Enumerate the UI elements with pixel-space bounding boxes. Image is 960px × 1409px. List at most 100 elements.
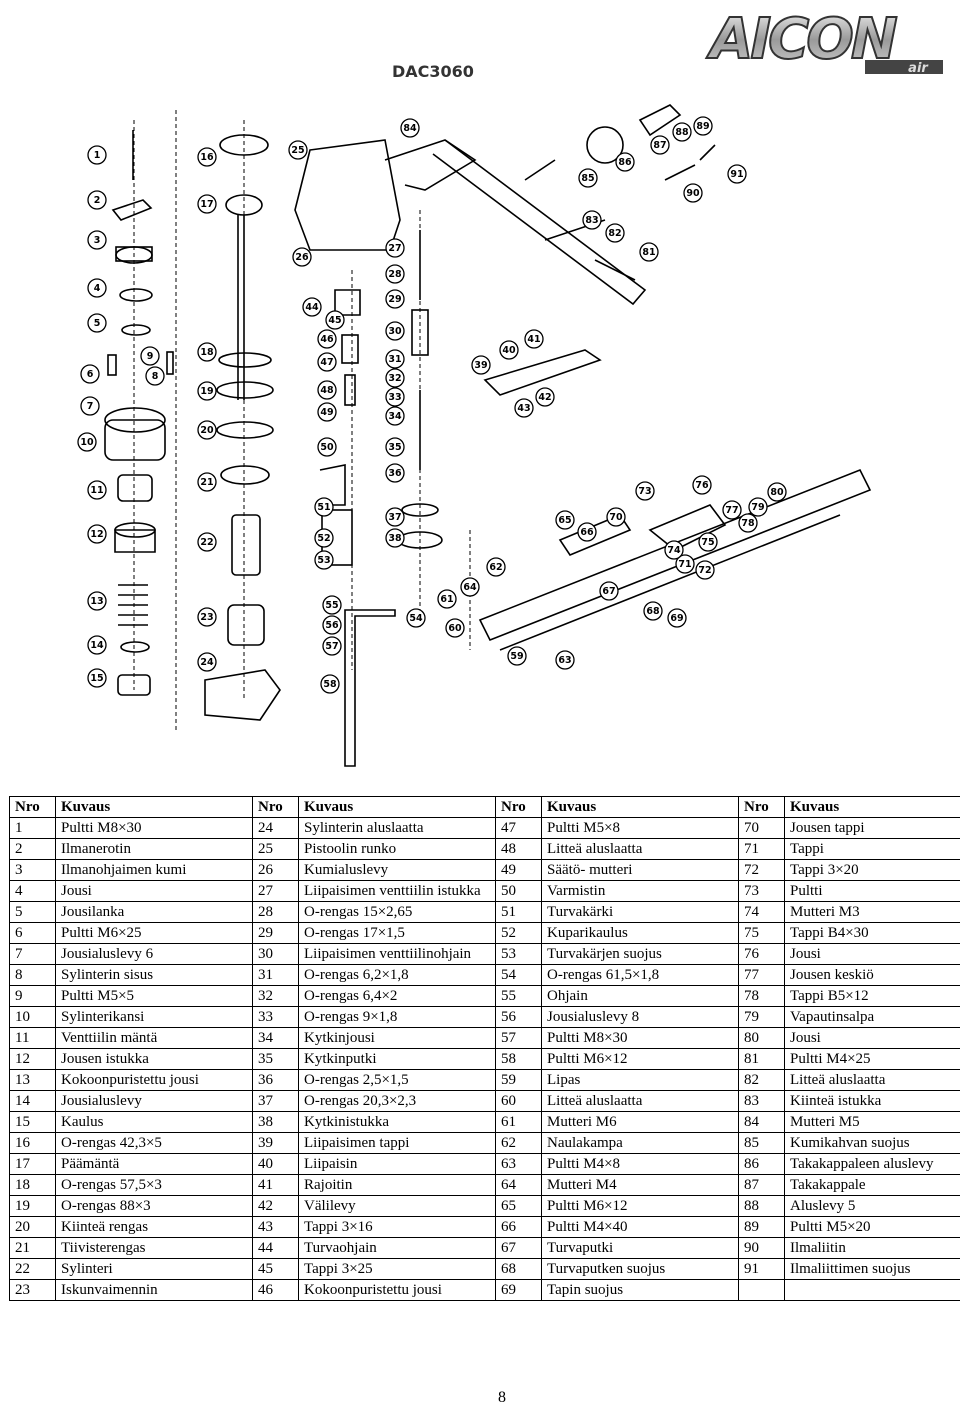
callout-54: 54 [406,608,426,628]
callout-label: 87 [653,140,666,151]
callout-52: 52 [314,528,334,548]
callout-label: 10 [80,437,94,448]
part-number-cell: 30 [252,943,299,965]
part-number-cell: 61 [495,1111,542,1133]
callout-label: 75 [701,537,714,548]
callout-44: 44 [302,297,322,317]
callout-label: 7 [87,401,94,412]
callout-label: 4 [94,283,101,294]
callout-label: 20 [200,425,214,436]
callout-label: 81 [642,247,655,258]
part-description-cell: Pultti M4×25 [784,1048,960,1070]
part-number-cell: 2 [9,838,56,860]
callout-label: 3 [94,235,101,246]
part-number-cell: 45 [252,1258,299,1280]
part-number-cell: 84 [738,1111,785,1133]
callout-label: 41 [527,334,540,345]
callout-47: 47 [317,352,337,372]
part-number-cell: 7 [9,943,56,965]
part-number-cell: 50 [495,880,542,902]
callout-label: 17 [200,199,213,210]
callout-label: 76 [695,480,709,491]
callout-label: 61 [440,594,453,605]
part-description-cell: Kytkinputki [298,1048,496,1070]
callout-20: 20 [197,420,217,440]
callout-label: 2 [94,195,101,206]
part-number-cell: 46 [252,1279,299,1301]
part-description-cell: O-rengas 9×1,8 [298,1006,496,1028]
part-number-cell: 31 [252,964,299,986]
part-description-cell: Liipaisimen venttiilin istukka [298,880,496,902]
callout-label: 83 [585,215,598,226]
part-description-cell: Ilmanerotin [55,838,253,860]
callout-2: 2 [87,190,107,210]
part-description-cell: Jousi [784,943,960,965]
callout-40: 40 [499,340,519,360]
diagram-drawing [104,104,872,767]
callout-label: 29 [388,294,401,305]
part-number-cell: 24 [252,817,299,839]
callout-label: 50 [320,442,334,453]
callout-16: 16 [197,147,217,167]
callout-31: 31 [385,349,405,369]
callout-label: 80 [770,487,784,498]
part-number-cell: 75 [738,922,785,944]
part-description-cell: Ohjain [541,985,739,1007]
part-description-cell: Aluslevy 5 [784,1195,960,1217]
callout-label: 66 [580,527,594,538]
part-number-cell: 74 [738,901,785,923]
callout-75: 75 [698,532,718,552]
callout-34: 34 [385,406,405,426]
part-description-cell: Pultti M6×12 [541,1048,739,1070]
callout-60: 60 [445,618,465,638]
column-header: Kuvaus [298,796,496,818]
part-description-cell: Jousi [55,880,253,902]
part-number-cell: 10 [9,1006,56,1028]
part-number-cell: 23 [9,1279,56,1301]
callout-58: 58 [320,674,340,694]
callout-label: 22 [200,537,213,548]
part-number-cell: 68 [495,1258,542,1280]
callout-28: 28 [385,264,405,284]
callout-label: 15 [90,673,103,684]
part-description-cell: Kokoonpuristettu jousi [298,1279,496,1301]
column-header: Nro [495,796,542,818]
callout-label: 71 [678,559,691,570]
callout-label: 36 [388,468,402,479]
part-number-cell: 48 [495,838,542,860]
part-number-cell: 88 [738,1195,785,1217]
part-number-cell: 81 [738,1048,785,1070]
callout-63: 63 [555,650,575,670]
callout-label: 1 [94,150,101,161]
callout-45: 45 [325,310,345,330]
part-number-cell: 49 [495,859,542,881]
part-number-cell: 47 [495,817,542,839]
part-description-cell: Pultti M4×8 [541,1153,739,1175]
part-description-cell: O-rengas 2,5×1,5 [298,1069,496,1091]
part-number-cell: 66 [495,1216,542,1238]
column-header: Nro [9,796,56,818]
callout-5: 5 [87,313,107,333]
callout-label: 69 [670,613,683,624]
callout-label: 59 [510,651,523,662]
callout-85: 85 [578,168,598,188]
part-number-cell: 39 [252,1132,299,1154]
callout-label: 60 [448,623,462,634]
part-description-cell: Jousilanka [55,901,253,923]
callout-label: 32 [388,373,401,384]
callout-29: 29 [385,289,405,309]
callout-6: 6 [80,364,100,384]
callout-18: 18 [197,342,217,362]
part-number-cell: 63 [495,1153,542,1175]
part-number-cell: 71 [738,838,785,860]
callout-label: 45 [328,315,341,326]
part-number-cell: 77 [738,964,785,986]
callout-label: 25 [291,145,304,156]
part-number-cell: 41 [252,1174,299,1196]
